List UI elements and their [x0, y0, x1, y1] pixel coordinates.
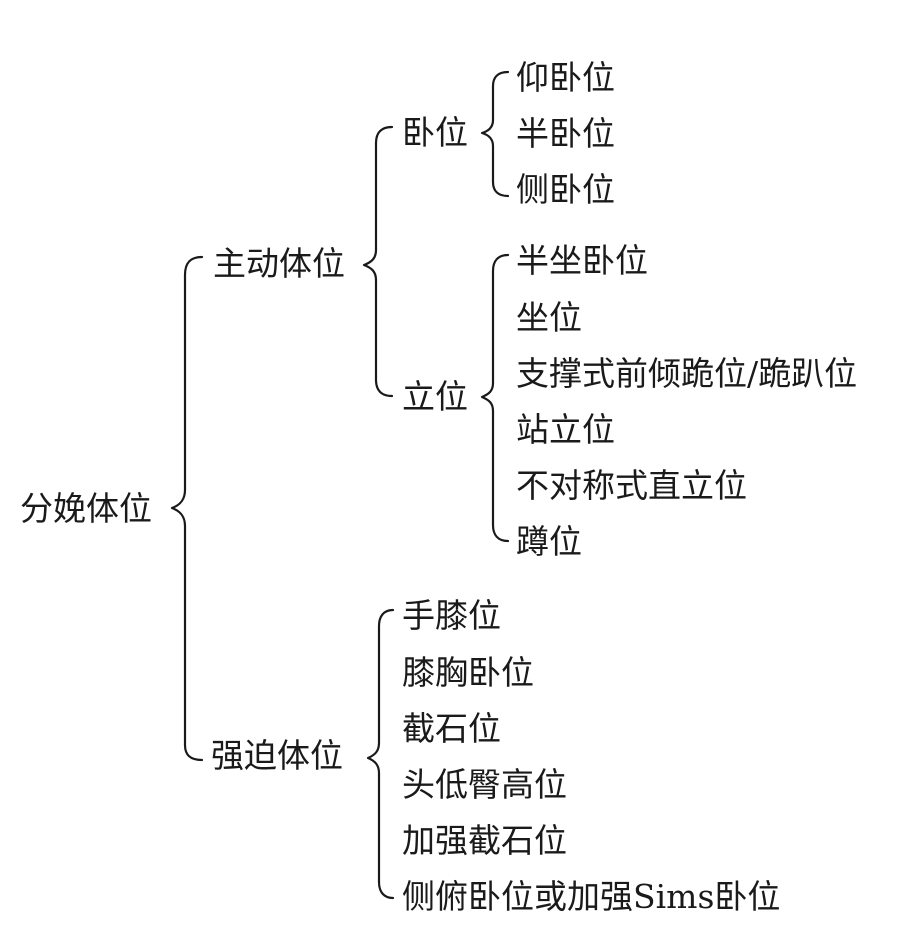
forced-item: 侧俯卧位或加强Sims卧位 [402, 877, 781, 916]
forced-item: 截石位 [402, 709, 501, 748]
forced-item: 加强截石位 [402, 821, 567, 860]
upright-position-label: 立位 [402, 377, 468, 416]
lying-brace [480, 70, 510, 198]
active-brace [362, 125, 394, 398]
lying-item: 仰卧位 [516, 58, 615, 97]
forced-brace [366, 608, 395, 900]
lying-item: 侧卧位 [516, 170, 615, 209]
forced-item: 膝胸卧位 [402, 653, 534, 692]
active-position-label: 主动体位 [213, 244, 345, 283]
upright-item: 蹲位 [516, 522, 582, 561]
upright-item: 半坐卧位 [516, 241, 648, 280]
forced-item: 手膝位 [402, 596, 501, 635]
root-label: 分娩体位 [20, 489, 152, 528]
lying-item: 半卧位 [516, 114, 615, 153]
lying-position-label: 卧位 [402, 113, 468, 152]
forced-item: 头低臀高位 [402, 765, 567, 804]
upright-brace [480, 253, 510, 543]
root-brace [170, 255, 204, 762]
upright-item: 支撑式前倾跪位/跪趴位 [516, 354, 858, 393]
upright-item: 坐位 [516, 298, 582, 337]
upright-item: 站立位 [516, 410, 615, 449]
forced-position-label: 强迫体位 [211, 736, 343, 775]
upright-item: 不对称式直立位 [516, 466, 747, 505]
